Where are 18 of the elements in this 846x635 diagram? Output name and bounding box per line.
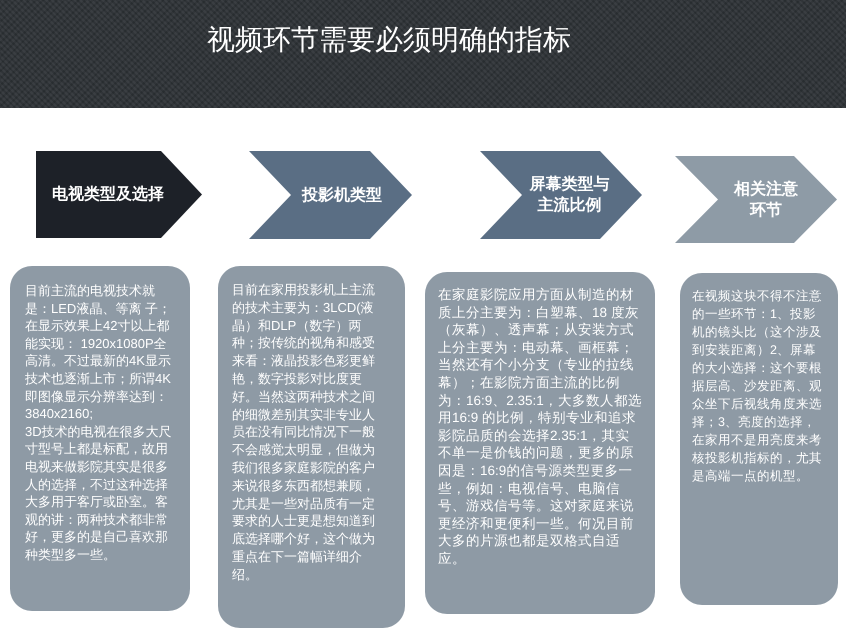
step-label: 电视类型及选择 xyxy=(52,184,164,205)
card-text: 目前在家用投影机上主流的技术主要为：3LCD(液晶）和DLP（数字）两种；按传统的视角和感受来看：液晶投影色彩更鲜艳，数字投影对比度更好。当然这两种技术之间的细微差别其实非专业人员在没有同比情况下一般不会感觉太明显，但做为我们很多家庭影院的客户来说很多东西都想兼顾，尤其是一些对品质有一定要求的人士更是想知道到底选择哪个好，这个做为重点在下一篇幅详细介绍。 xyxy=(232,281,376,584)
info-card xyxy=(425,272,655,614)
page-title: 视频环节需要必须明确的指标 xyxy=(207,23,571,57)
info-card xyxy=(218,266,405,628)
card-text: 目前主流的电视技术就是：LED液晶、等离 子；在显示效果上42寸以上都能实现： 1920x1080P全高清。不过最新的4K显示技术也逐渐上市；所谓4K即图像显示分辨率达到：3840x2160; xyxy=(25,282,172,423)
step-label: 相关注意环节 xyxy=(733,179,799,220)
card-text: 在视频这块不得不注意的一些环节：1、投影机的镜头比（这个涉及到安装距离）2、屏幕的大小选择：这个要根据层高、沙发距离、观众坐下后视线角度来选择；3、亮度的选择，在家用不是用亮度来考核投影机指标的，尤其是高端一点的机型。 xyxy=(692,288,822,485)
step-label: 投影机类型 xyxy=(302,186,382,206)
info-card xyxy=(680,273,838,605)
process-step xyxy=(249,151,412,239)
card-text: 在家庭影院应用方面从制造的材质上分主要为：白塑幕、18 度灰（灰幕）、透声幕；从安装方式上分主要为：电动幕、画框幕；当然还有个小分支（专业的拉线幕）；在影院方面主流的比例为：16:9、2.35:1，大多数人都选用16:9 的比例，特别专业和追求影院品质的会选择2.35:1，其实不单一是价钱的问题，更多的原因是：16:9的信号源类型更多一些，例如：电视信号、电脑信号、游戏信号等。这对家庭来说更经济和更便利一些。何况目前大多的片源也都是双格式自适应。 xyxy=(438,286,643,568)
process-step xyxy=(480,151,642,239)
info-card xyxy=(10,266,190,611)
process-step xyxy=(675,156,837,243)
process-step xyxy=(36,151,202,238)
step-label: 屏幕类型与主流比例 xyxy=(528,174,610,216)
card-text: 3D技术的电视在很多大尺寸型号上都是标配，故用电视来做影院其实是很多人的选择，不过这种选择大多用于客厅或卧室。客观的讲：两种技术都非常好，更多的是自己喜欢那种类型多一些。 xyxy=(25,422,173,564)
